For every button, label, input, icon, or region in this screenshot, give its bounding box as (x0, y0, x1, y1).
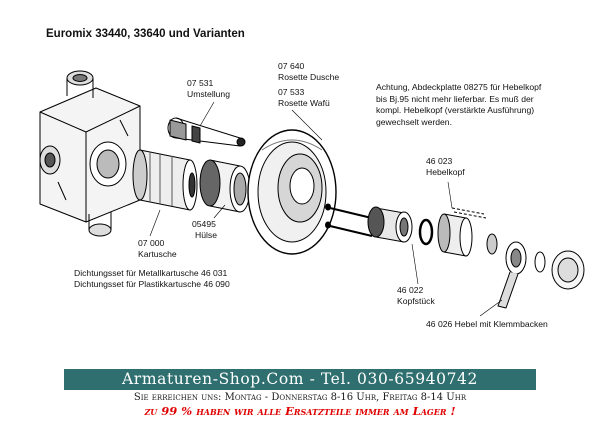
page-title: Euromix 33440, 33640 und Varianten (46, 28, 245, 40)
exploded-parts-drawing (39, 70, 585, 317)
label-07000-name: Kartusche (138, 249, 177, 259)
cartridge-07000 (132, 149, 198, 211)
sleeve-05495 (199, 159, 251, 213)
rosette (247, 129, 337, 255)
notice-line-3: kompl. Hebelkopf (verstärkte Ausführung) (376, 105, 535, 115)
label-07531-number: 07 531 (187, 78, 214, 88)
label-46022-name: Kopfstück (397, 296, 435, 306)
lever-head-46023 (437, 207, 487, 257)
label-05495-name: Hülse (195, 230, 217, 240)
label-46022-number: 46 022 (397, 285, 424, 295)
label-seal-metal: Dichtungsset für Metallkartusche 46 031 (74, 268, 228, 278)
label-46026: 46 026 Hebel mit Klemmbacken (426, 319, 548, 329)
label-05495-number: 05495 (192, 219, 216, 229)
label-07533-number: 07 533 (278, 87, 305, 97)
label-seal-plastic: Dichtungsset für Plastikkartusche 46 090 (74, 279, 230, 289)
valve-body (39, 70, 141, 237)
notice-line-4: gewechselt werden. (376, 116, 452, 127)
rosette-screws (325, 203, 381, 237)
shop-banner-title: Armaturen-Shop.Com - Tel. 030-65940742 (122, 370, 478, 388)
stock-notice: zu 99 % haben wir alle Ersatzteile immer… (144, 404, 456, 418)
opening-hours: Sie erreichen uns: Montag - Donnerstag 8… (133, 392, 467, 403)
label-07533-name: Rosette Wafü (278, 98, 330, 108)
notice-text: Achtung, Abdeckplatte 08275 für Hebelkop… (376, 82, 591, 128)
label-07531-name: Umstellung (187, 89, 230, 99)
o-ring (418, 218, 434, 246)
leader-lines (149, 101, 503, 317)
diverter-07531 (167, 117, 246, 147)
notice-line-1: Achtung, Abdeckplatte 08275 für Hebelkop… (376, 82, 542, 92)
lever-46026 (486, 233, 585, 309)
notice-line-2: bis Bj.95 nicht mehr lieferbar. Es muß d… (376, 93, 534, 104)
shop-banner-background (64, 369, 536, 390)
label-46023-number: 46 023 (426, 156, 453, 166)
label-07000-number: 07 000 (138, 238, 165, 248)
label-07640-name: Rosette Dusche (278, 72, 340, 82)
head-piece-46022 (367, 206, 413, 243)
label-07640-number: 07 640 (278, 61, 305, 71)
label-46023-name: Hebelkopf (426, 167, 465, 177)
